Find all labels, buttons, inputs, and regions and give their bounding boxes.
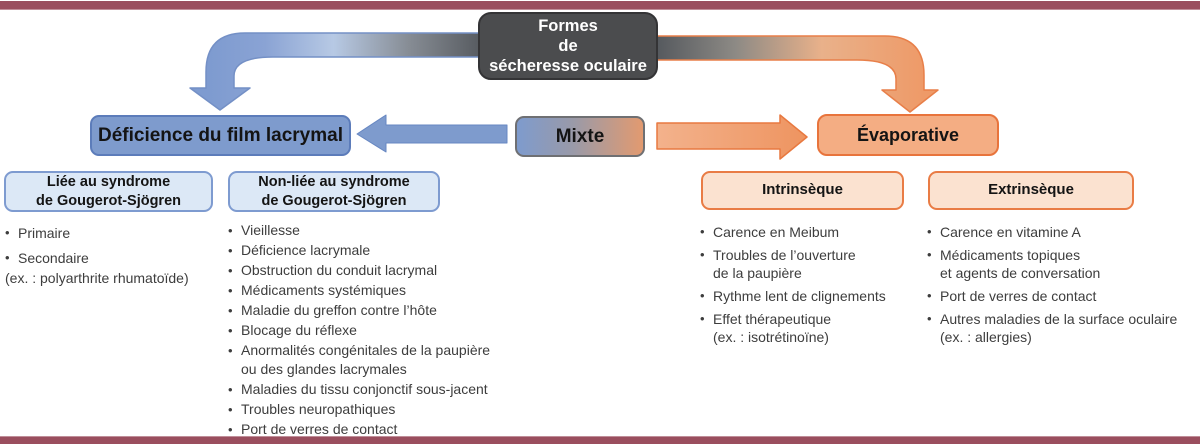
list-item: • Troubles neuropathiques xyxy=(228,400,528,419)
branch-box-evaporative: Évaporative xyxy=(817,114,999,156)
list-item: • Autres maladies de la surface oculaire(… xyxy=(927,310,1189,346)
list-item: • Maladies du tissu conjonctif sous-jacen… xyxy=(228,380,528,399)
subgroup-box-intrinseque: Intrinsèque xyxy=(701,171,904,210)
list-item: • Port de verres de contact xyxy=(927,287,1189,305)
bullet-icon: • xyxy=(927,247,932,262)
elbow-arrow-to-deficience-icon xyxy=(189,32,486,111)
list-item: • Carence en Meibum xyxy=(700,223,925,241)
list-item: • Rythme lent de clignements xyxy=(700,287,925,305)
list-intrinseque: • Carence en Meibum • Troubles de l’ouvertu… xyxy=(700,223,925,351)
bullet-icon: • xyxy=(228,243,233,258)
list-item-text: Obstruction du conduit lacrymal xyxy=(241,262,438,278)
subgroup-box-nonliee-label: Non-liée au syndrome de Gougerot-Sjögren xyxy=(258,174,410,209)
list-extrinseque: • Carence en vitamine A • Médicaments topiq… xyxy=(927,223,1189,351)
bullet-icon: • xyxy=(700,224,705,239)
list-item: • Déficience lacrymale xyxy=(228,241,528,260)
list-item-text: Vieillesse xyxy=(241,222,300,238)
branch-box-mixte: Mixte xyxy=(515,116,645,157)
list-item-text: Carence en vitamine A xyxy=(940,224,1081,240)
list-item: • Médicaments systémiques xyxy=(228,281,528,300)
subgroup-box-liee-sjogren: Liée au syndrome de Gougerot-Sjögren xyxy=(4,171,213,212)
root-box-formes-secheresse: Formes de sécheresse oculaire xyxy=(478,12,658,80)
list-item: • Anormalités congénitales de la paupière… xyxy=(228,341,528,379)
bullet-icon: • xyxy=(700,288,705,303)
top-rule xyxy=(0,1,1200,10)
bullet-icon: • xyxy=(228,283,233,298)
bullet-icon: • xyxy=(228,402,233,417)
list-nonliee-sjogren: • Vieillesse • Déficience lacrymale • Obstruc… xyxy=(228,221,528,440)
list-item-text: Troubles neuropathiques xyxy=(241,401,396,417)
bullet-icon: • xyxy=(5,250,10,265)
list-item-text: Port de verres de contact xyxy=(940,288,1097,304)
list-item-text: Primaire xyxy=(18,225,71,241)
list-item-text: Secondaire(ex. : polyarthrite rhumatoïde… xyxy=(5,250,189,286)
list-item-text: Effet thérapeutique(ex. : isotrétinoïne) xyxy=(713,311,832,345)
right-arrow-mixte-to-evaporative-icon xyxy=(656,114,808,160)
list-item: • Effet thérapeutique(ex. : isotrétinoïne… xyxy=(700,310,925,346)
bullet-icon: • xyxy=(927,311,932,326)
subgroup-box-liee-label: Liée au syndrome de Gougerot-Sjögren xyxy=(36,174,181,209)
list-item: • Primaire xyxy=(5,223,235,243)
subgroup-box-extrinseque: Extrinsèque xyxy=(928,171,1134,210)
branch-box-deficience: Déficience du film lacrymal xyxy=(90,115,351,156)
list-item-text: Maladie du greffon contre l’hôte xyxy=(241,302,437,318)
bullet-icon: • xyxy=(927,224,932,239)
left-arrow-mixte-to-deficience-icon xyxy=(356,114,508,153)
root-box-label: Formes de sécheresse oculaire xyxy=(489,16,647,76)
list-item: • Vieillesse xyxy=(228,221,528,240)
list-item-text: Maladies du tissu conjonctif sous-jacent xyxy=(241,381,488,397)
list-liee-sjogren: •Primaire•Secondaire(ex. : polyarthrite … xyxy=(5,223,235,293)
list-item: • Maladie du greffon contre l’hôte xyxy=(228,301,528,320)
list-item-text: Rythme lent de clignements xyxy=(713,288,886,304)
list-item-text: Port de verres de contact xyxy=(241,421,398,437)
elbow-arrow-to-evaporative-icon xyxy=(654,35,939,113)
bottom-rule xyxy=(0,436,1200,444)
bullet-icon: • xyxy=(5,225,10,240)
bullet-icon: • xyxy=(700,247,705,262)
list-item-text: Médicaments systémiques xyxy=(241,282,406,298)
bullet-icon: • xyxy=(228,303,233,318)
list-item: • Port de verres de contact xyxy=(228,420,528,439)
list-item: • Obstruction du conduit lacrymal xyxy=(228,261,528,280)
subgroup-box-nonliee-sjogren: Non-liée au syndrome de Gougerot-Sjögren xyxy=(228,171,440,212)
list-item: • Carence en vitamine A xyxy=(927,223,1189,241)
bullet-icon: • xyxy=(700,311,705,326)
list-item-text: Déficience lacrymale xyxy=(241,242,371,258)
bullet-icon: • xyxy=(228,343,233,358)
list-item-text: Carence en Meibum xyxy=(713,224,840,240)
list-item-text: Blocage du réflexe xyxy=(241,322,357,338)
list-item-text: Autres maladies de la surface oculaire(e… xyxy=(940,311,1178,345)
bullet-icon: • xyxy=(228,382,233,397)
list-item: •Secondaire(ex. : polyarthrite rhumatoïd… xyxy=(5,248,235,288)
bullet-icon: • xyxy=(228,323,233,338)
list-item: • Blocage du réflexe xyxy=(228,321,528,340)
bullet-icon: • xyxy=(228,422,233,437)
bullet-icon: • xyxy=(228,263,233,278)
bullet-icon: • xyxy=(228,223,233,238)
bullet-icon: • xyxy=(927,288,932,303)
